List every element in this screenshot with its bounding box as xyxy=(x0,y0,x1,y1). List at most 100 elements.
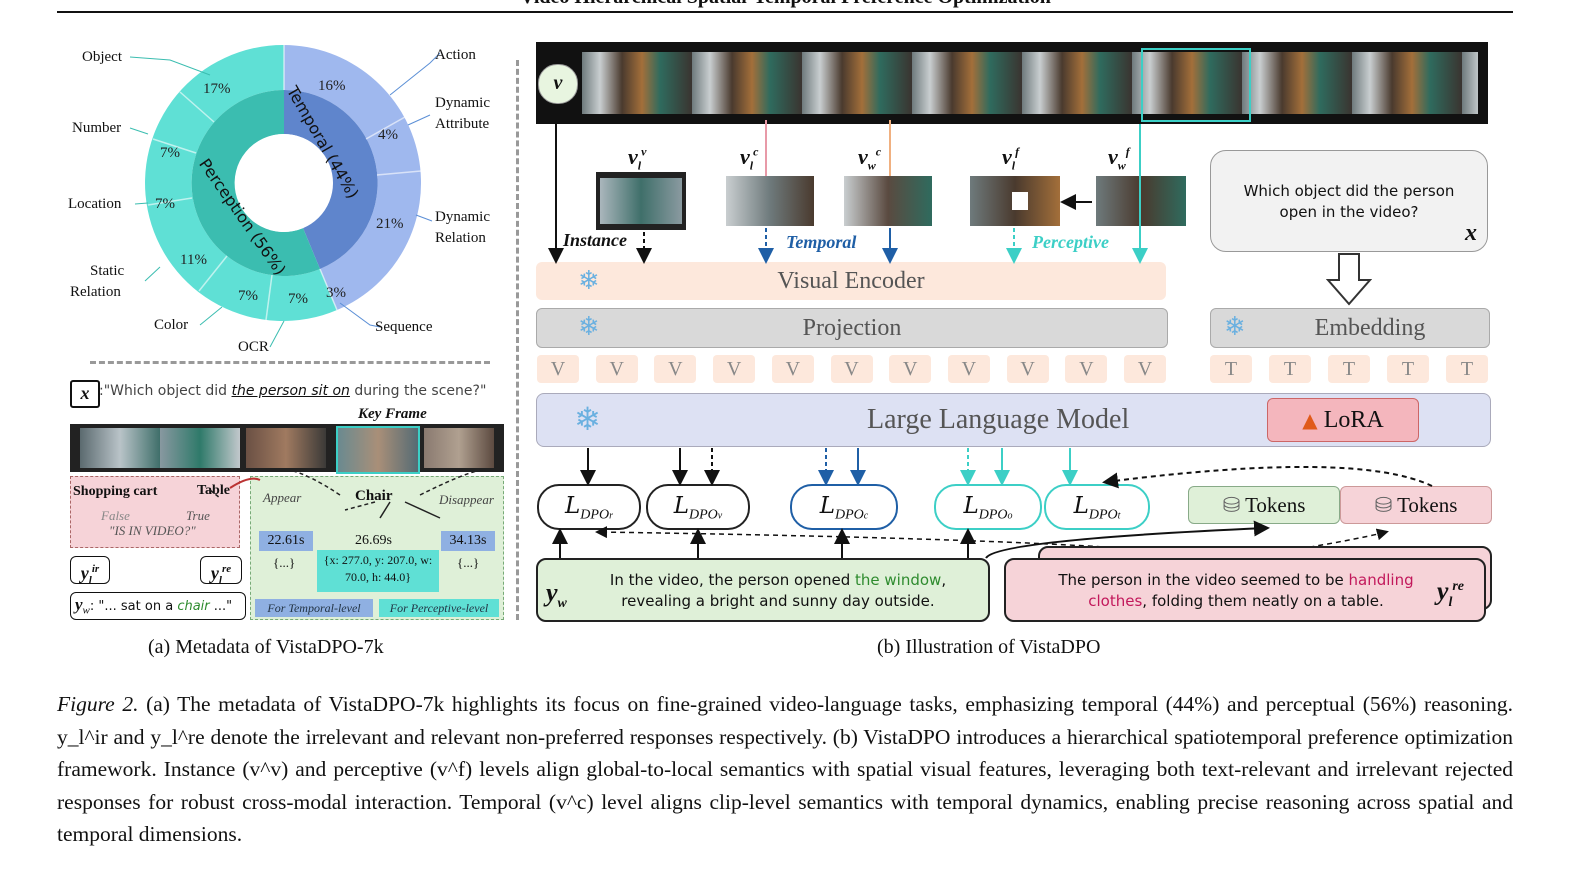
label-static-relation-2: Relation xyxy=(70,284,121,300)
y-ir-box: ylir xyxy=(70,556,110,587)
vw-c-text: v xyxy=(858,144,868,169)
v-token: V xyxy=(537,355,579,383)
snowflake-icon: ❄ xyxy=(578,266,600,296)
v-token: V xyxy=(595,355,638,383)
label-vl-c: vlc xyxy=(740,144,758,173)
tokens-pink-label: Tokens xyxy=(1397,493,1458,517)
frame-vl-f xyxy=(970,176,1060,226)
question-bubble: Which object did the person open in the … xyxy=(1210,150,1488,252)
dots-disappear: {...} xyxy=(457,555,480,570)
projection-label: Projection xyxy=(802,315,902,341)
query-emph: the person sit on xyxy=(231,383,350,399)
loss-c-sub: DPO xyxy=(835,507,864,523)
vl-v-sub: l xyxy=(637,158,642,173)
query-text: :"Which object did the person sit on dur… xyxy=(99,383,486,399)
snowflake-icon: ❄ xyxy=(1224,312,1246,342)
embedding-label: Embedding xyxy=(1314,315,1426,341)
label-dynamic-relation: Dynamic xyxy=(435,209,490,225)
pct-dynrel-21: 21% xyxy=(376,216,404,232)
query-prefix: :"Which object did xyxy=(99,383,232,399)
embedding-block: Embedding xyxy=(1210,308,1490,348)
paper-running-title: Video Hierarchical Spatial-Temporal Pref… xyxy=(0,0,1571,9)
frame-a5 xyxy=(424,428,494,468)
label-dynamic-attribute-2: Attribute xyxy=(435,116,489,132)
pct-color-7: 7% xyxy=(238,288,258,304)
appear-label: Appear xyxy=(263,490,302,505)
label-vw-c: vwc xyxy=(858,144,881,173)
relevant-box: Appear Chair Disappear 22.61s 26.69s 34.… xyxy=(250,476,504,620)
vw-f-sup: f xyxy=(1125,144,1130,159)
bbox-text: {x: 277.0, y: 207.0, w: 70.0, h: 44.0} xyxy=(317,550,439,592)
yw-box: yw: "... sat on a chair ..." xyxy=(70,592,246,620)
subcaption-b: (b) Illustration of VistaDPO xyxy=(877,636,1101,658)
loss-o-l: L xyxy=(963,493,979,519)
yw-sub: w xyxy=(82,604,90,617)
question-symbol: x xyxy=(1465,220,1477,246)
figure-caption: Figure 2. (a) The metadata of VistaDPO-7… xyxy=(57,688,1513,851)
resp-good-text: In the video, the person opened the wind… xyxy=(578,570,978,612)
llm-label: Large Language Model xyxy=(867,404,1130,435)
y-re-big: ylre xyxy=(1436,576,1464,610)
label-object: Object xyxy=(82,49,123,65)
loss-v-subsub: v xyxy=(717,510,723,522)
v-token: V xyxy=(1124,355,1166,383)
false-label: False xyxy=(101,508,130,523)
category-donut-chart: 16% 4% 21% 3% 7% 7% 11% 7% 7% 17% Tempor… xyxy=(68,44,490,355)
pct-location-7: 7% xyxy=(155,196,175,212)
resp-good-prefix: In the video, the person opened xyxy=(609,571,856,589)
coins-icon: ⛁ xyxy=(1374,493,1393,517)
resp-good-emph: the window xyxy=(855,571,942,589)
t-token: T xyxy=(1446,355,1488,383)
response-rejected: The person in the video seemed to be han… xyxy=(1004,558,1486,622)
vw-c-sup: c xyxy=(875,144,882,159)
vw-c-sub: w xyxy=(867,158,876,173)
table-label: Table xyxy=(197,483,230,498)
v-token: V xyxy=(713,355,756,383)
loss-t-subsub: t xyxy=(1117,510,1121,522)
tag-temporal-level: For Temporal-level xyxy=(255,599,373,617)
loss-c-subsub: c xyxy=(863,510,869,522)
time-key: 26.69s xyxy=(355,533,392,548)
pct-static-11: 11% xyxy=(180,252,207,268)
loss-dpo-t: LDPOt xyxy=(1044,484,1150,530)
label-ocr: OCR xyxy=(238,339,269,355)
loss-r-l: L xyxy=(565,493,581,519)
v-token: V xyxy=(1006,355,1049,383)
y-re-sup: re xyxy=(221,563,232,575)
inner-ring-perception xyxy=(191,90,321,276)
frame-a2 xyxy=(160,428,240,468)
loss-t-sub: DPO xyxy=(1088,507,1118,523)
y-ir-sub: l xyxy=(88,574,92,587)
tokens-green: ⛁ Tokens xyxy=(1188,486,1340,524)
label-vl-f: vlf xyxy=(1002,144,1019,173)
response-preferred: yw In the video, the person opened the w… xyxy=(536,558,990,622)
inner-ring-temporal xyxy=(284,89,378,269)
query-suffix: during the scene?" xyxy=(349,383,487,399)
panel-b-arrows xyxy=(548,120,1433,560)
pct-seq-3: 3% xyxy=(326,285,346,301)
frame-a4-key xyxy=(336,426,420,474)
vl-c-sup: c xyxy=(753,144,759,159)
embed-down-arrow xyxy=(1326,253,1372,306)
subcaption-a: (a) Metadata of VistaDPO-7k xyxy=(148,636,384,658)
yw-text-suffix: ..." xyxy=(209,599,233,614)
loss-r-sub: DPO xyxy=(580,507,610,523)
visual-encoder-label: Visual Encoder xyxy=(777,268,925,294)
film-strip-b: v xyxy=(536,42,1488,124)
y-re-letter: y xyxy=(210,563,219,583)
loss-r-subsub: r xyxy=(609,510,613,522)
t-token: T xyxy=(1328,355,1370,383)
pct-object-17: 17% xyxy=(203,81,231,97)
outer-ring-temporal xyxy=(284,45,422,310)
question-text: Which object did the person open in the … xyxy=(1243,182,1455,221)
v-token: V xyxy=(830,355,873,383)
vw-v-badge: v xyxy=(538,64,578,104)
vl-c-sub: l xyxy=(749,158,754,173)
film-frames xyxy=(582,52,1478,114)
top-rule xyxy=(57,11,1513,13)
loss-t-l: L xyxy=(1073,493,1089,519)
label-static-relation: Static xyxy=(90,263,125,279)
vw-f-text: v xyxy=(1108,144,1118,169)
loss-o-sub: DPO xyxy=(978,507,1008,523)
v-token: V xyxy=(771,355,814,383)
